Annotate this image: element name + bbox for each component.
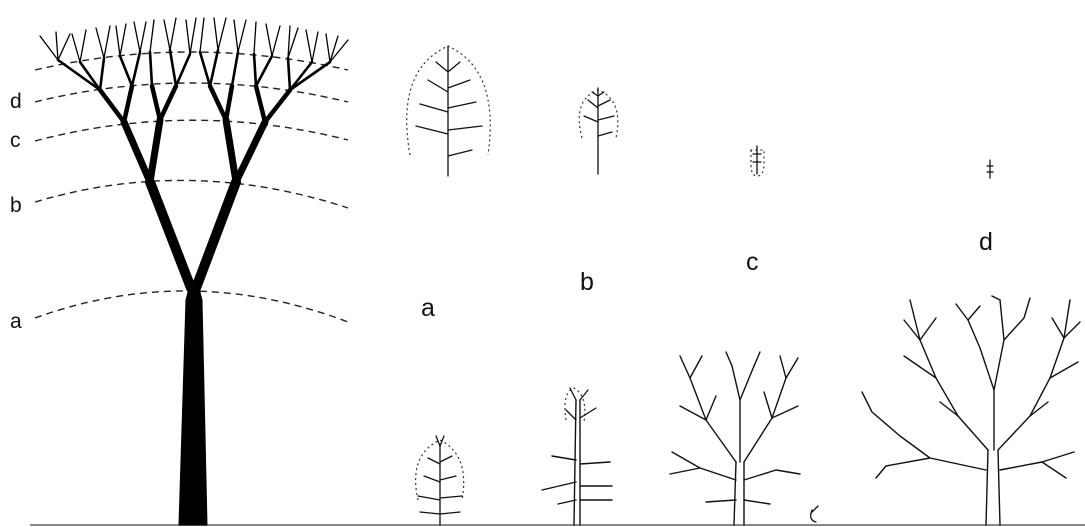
crown-twigs — [39, 17, 349, 63]
level-line-d — [34, 82, 349, 103]
mature-tree: a b c d — [10, 17, 349, 526]
crown-outline-a — [406, 45, 491, 177]
level-line-c — [34, 119, 349, 142]
crown-outline-d — [986, 159, 994, 179]
level-label-c: c — [10, 129, 21, 152]
young-tree-c — [669, 351, 819, 526]
level-line-b — [34, 179, 349, 209]
crown-outline-b — [578, 87, 619, 175]
stage-label-a: a — [421, 294, 435, 322]
quaternary-branches — [56, 48, 332, 92]
stage-label-b: b — [580, 268, 594, 296]
stage-label-d: d — [979, 228, 993, 256]
young-tree-d — [861, 295, 1081, 526]
level-label-a: a — [10, 310, 22, 333]
level-label-d: d — [10, 90, 22, 113]
sapling-b — [541, 387, 613, 526]
crown-outline-c — [750, 145, 765, 177]
main-trunk — [178, 284, 208, 526]
tertiary-branches — [97, 83, 293, 125]
secondary-branches — [120, 116, 269, 186]
level-label-b: b — [10, 194, 22, 217]
sapling-a — [415, 435, 465, 526]
stage-label-c: c — [746, 248, 759, 276]
primary-branch-right — [191, 177, 241, 293]
primary-branch-left — [145, 177, 196, 293]
